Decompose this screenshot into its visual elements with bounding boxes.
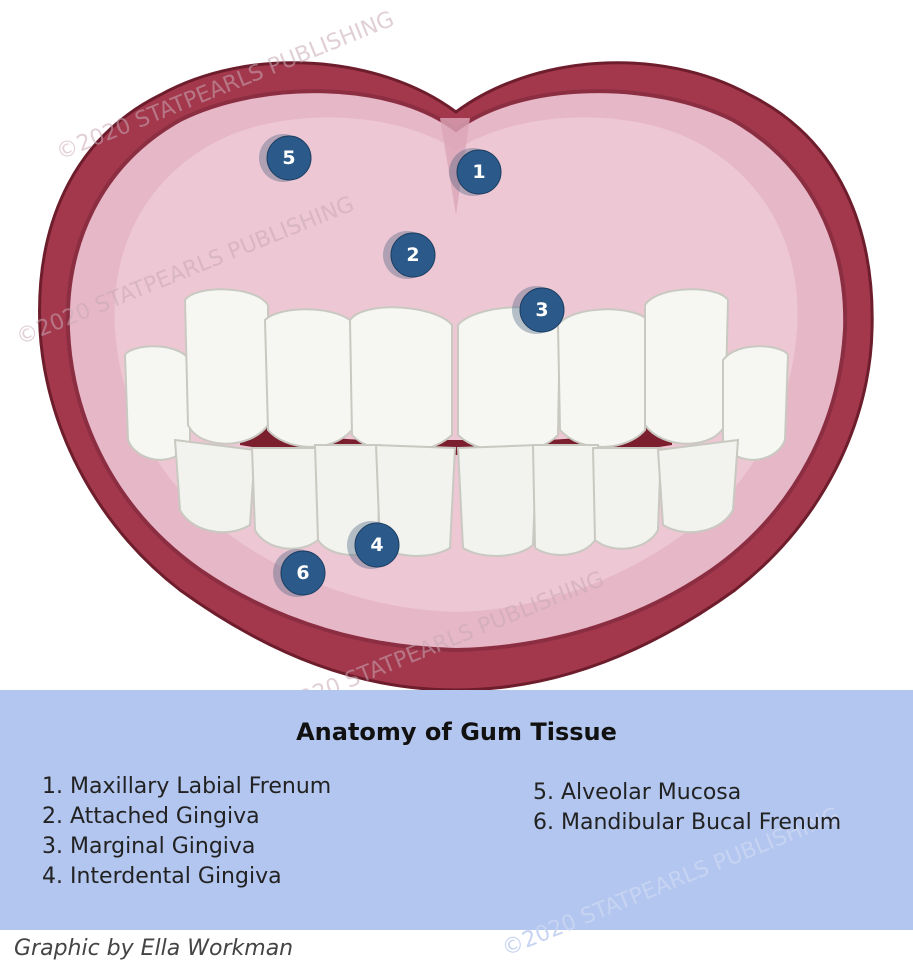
maxillary-frenum (440, 118, 470, 215)
legend-item: 6. Mandibular Bucal Frenum (533, 810, 842, 835)
legend-list-left: 1. Maxillary Labial Frenum 2. Attached G… (42, 772, 331, 892)
legend-panel: ©2020 STATPEARLS PUBLISHING Anatomy of G… (0, 690, 913, 962)
upper-teeth (123, 288, 790, 461)
marker-4: 4 (347, 521, 400, 569)
marker-4-label: 4 (370, 534, 383, 556)
legend-item: 2. Attached Gingiva (42, 804, 260, 829)
marker-6: 6 (273, 549, 326, 597)
mouth-illustration: ©2020 STATPEARLS PUBLISHING ©2020 STATPE… (13, 7, 874, 690)
graphic-credit: Graphic by Ella Workman (14, 936, 294, 961)
marker-3: 3 (512, 286, 565, 334)
marker-1-label: 1 (472, 161, 485, 183)
legend-item: 3. Marginal Gingiva (42, 834, 256, 859)
marker-6-label: 6 (296, 562, 309, 584)
legend-list-right: 5. Alveolar Mucosa 6. Mandibular Bucal F… (533, 778, 841, 838)
legend-item: 4. Interdental Gingiva (42, 864, 282, 889)
marker-3-label: 3 (535, 299, 548, 321)
marker-5: 5 (259, 134, 312, 182)
legend-item: 1. Maxillary Labial Frenum (42, 774, 332, 799)
marker-5-label: 5 (282, 147, 295, 169)
marker-1: 1 (449, 148, 502, 196)
legend-title: Anatomy of Gum Tissue (296, 718, 617, 746)
marker-2-label: 2 (406, 244, 419, 266)
marker-2: 2 (383, 231, 436, 279)
legend-item: 5. Alveolar Mucosa (533, 780, 742, 805)
lower-teeth (173, 438, 740, 557)
